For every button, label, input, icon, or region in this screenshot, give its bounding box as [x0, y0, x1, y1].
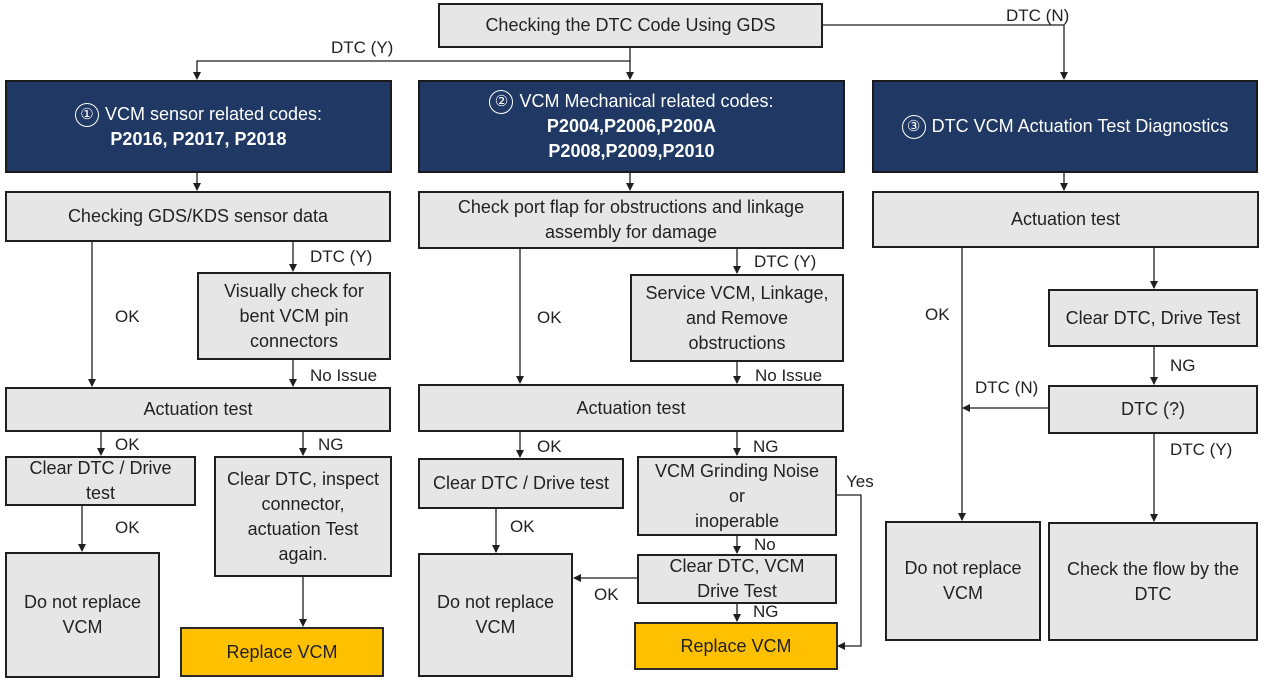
c2-actuation-test: Actuation test [418, 384, 844, 432]
c1-keep-line-2: VCM [62, 617, 103, 637]
c3-flow-line-1: Check the flow by the [1066, 558, 1240, 579]
c1-actuation-test: Actuation test [5, 387, 391, 432]
c1-visual-check: Visually check for bent VCM pin connecto… [197, 272, 391, 360]
c1-checking-sensor-data: Checking GDS/KDS sensor data [5, 191, 391, 242]
c1-visual-check-line-2: bent VCM pin [239, 305, 349, 326]
label-c1-no-issue: No Issue [310, 366, 378, 385]
label-c2-act-ok: OK [537, 437, 562, 456]
c2-clear-vcm-line-1: Clear DTC, VCM [669, 556, 805, 576]
c2-check-port-flap-line-2: assembly for damage [544, 222, 718, 242]
c2-keep-line-1: Do not replace [436, 592, 555, 612]
c1-inspect-line-3: actuation Test [247, 518, 359, 539]
checking-dtc-text: Checking the DTC Code Using GDS [485, 15, 776, 35]
c2-noise-line-3: inoperable [694, 510, 780, 531]
circled-number-3: ③ [901, 115, 926, 139]
c3-dtc-question: DTC (?) [1048, 385, 1258, 434]
c1-clear-dtc-drive-test: Clear DTC / Drive test [5, 456, 196, 506]
header-actuation-title-text: DTC VCM Actuation Test Diagnostics [931, 116, 1229, 136]
label-c2-no-issue: No Issue [755, 366, 823, 385]
c1-clear-line-2: test [85, 483, 115, 503]
c2-clear-dtc-drive-test: Clear DTC / Drive test [418, 458, 624, 509]
c2-replace-vcm: Replace VCM [634, 622, 838, 670]
connector-top-to-col3 [822, 24, 1068, 80]
label-c1-dtc-y: DTC (Y) [310, 247, 373, 266]
c3-do-not-replace: Do not replace VCM [885, 521, 1041, 641]
c2-do-not-replace: Do not replace VCM [418, 553, 573, 677]
c3-keep-line-1: Do not replace [904, 558, 1022, 578]
c1-replace-vcm: Replace VCM [180, 627, 384, 677]
label-c2-clearvcm-ng: NG [753, 602, 779, 621]
c2-check-port-flap-line-1: Check port flap for obstructions and lin… [457, 197, 805, 217]
label-c2-yes: Yes [846, 472, 874, 491]
label-c1-act-ok: OK [115, 435, 140, 454]
c1-replace-vcm-text: Replace VCM [226, 641, 338, 662]
label-c2-clear-ok: OK [510, 517, 535, 536]
c2-service-line-1: Service VCM, Linkage, [645, 282, 829, 303]
c1-visual-check-line-1: Visually check for [224, 280, 364, 301]
c3-flow-line-2: DTC [1134, 583, 1172, 604]
c1-visual-check-line-3: connectors [249, 330, 339, 351]
label-c2-act-ng: NG [753, 437, 779, 456]
c2-grinding-noise: VCM Grinding Noise or inoperable [637, 456, 837, 536]
connector-top-to-col1-col2 [193, 47, 631, 80]
c3-clear-text: Clear DTC, Drive Test [1065, 307, 1241, 328]
label-c2-no: No [754, 535, 776, 554]
c1-checking-sensor-data-text: Checking GDS/KDS sensor data [67, 206, 329, 226]
c3-clear-dtc-drive-test: Clear DTC, Drive Test [1048, 289, 1258, 347]
c3-check-flow: Check the flow by the DTC [1048, 522, 1258, 641]
label-c1-ok: OK [115, 307, 140, 326]
label-c3-dtc-y: DTC (Y) [1170, 440, 1233, 459]
label-c3-dtc-n: DTC (N) [975, 378, 1039, 397]
header-mechanical-codes-line-2: P2008,P2009,P2010 [548, 141, 715, 161]
c2-replace-vcm-text: Replace VCM [680, 635, 792, 656]
c1-inspect-line-4: again. [278, 543, 328, 564]
c2-clear-vcm-line-2: Drive Test [697, 581, 777, 601]
c3-actuation-test: Actuation test [872, 191, 1259, 248]
c2-keep-line-2: VCM [475, 617, 516, 637]
c2-clear-text: Clear DTC / Drive test [432, 473, 610, 493]
c2-service-vcm: Service VCM, Linkage, and Remove obstruc… [630, 274, 844, 362]
label-c1-act-ng: NG [318, 435, 344, 454]
c2-noise-line-2: or [728, 485, 745, 506]
circled-number-1: ① [74, 102, 99, 127]
label-top-dtc-y: DTC (Y) [331, 38, 394, 57]
label-c1-clear-ok: OK [115, 518, 140, 537]
c2-check-port-flap: Check port flap for obstructions and lin… [418, 191, 844, 249]
c3-keep-line-2: VCM [942, 583, 983, 603]
c1-keep-line-1: Do not replace [23, 592, 142, 612]
connector-c2-noise-yes [836, 494, 862, 650]
label-c2-clearvcm-ok: OK [594, 585, 619, 604]
c3-dtc-question-text: DTC (?) [1121, 399, 1185, 419]
c2-service-line-3: obstructions [688, 332, 786, 353]
c2-clear-dtc-vcm-drive-test: Clear DTC, VCM Drive Test [637, 554, 837, 604]
c3-actuation-test-text: Actuation test [1010, 209, 1121, 229]
label-c3-ok: OK [925, 305, 950, 324]
c1-actuation-test-text: Actuation test [143, 399, 253, 419]
c1-inspect-line-2: connector, [261, 493, 345, 514]
checking-dtc-box: Checking the DTC Code Using GDS [438, 3, 823, 48]
label-c2-dtc-y: DTC (Y) [754, 252, 817, 271]
c1-inspect-connector: Clear DTC, inspect connector, actuation … [214, 456, 392, 577]
c1-inspect-line-1: Clear DTC, inspect [226, 468, 380, 489]
header-mechanical-title-text: VCM Mechanical related codes: [519, 91, 774, 111]
label-c3-ng: NG [1170, 356, 1196, 375]
c2-service-line-2: and Remove [685, 307, 789, 328]
label-top-dtc-n: DTC (N) [1006, 6, 1070, 25]
circled-number-2: ② [489, 90, 514, 114]
c1-do-not-replace: Do not replace VCM [5, 552, 160, 678]
header-mechanical-codes-line-1: P2004,P2006,P200A [546, 116, 717, 136]
header-sensor-codes-line: P2016, P2017, P2018 [110, 128, 287, 149]
c1-clear-line-1: Clear DTC / Drive [29, 458, 172, 478]
c2-noise-line-1: VCM Grinding Noise [654, 460, 820, 481]
header-sensor-title-text: VCM sensor related codes: [104, 103, 323, 124]
c2-actuation-test-text: Actuation test [576, 397, 686, 418]
label-c2-ok: OK [537, 308, 562, 327]
